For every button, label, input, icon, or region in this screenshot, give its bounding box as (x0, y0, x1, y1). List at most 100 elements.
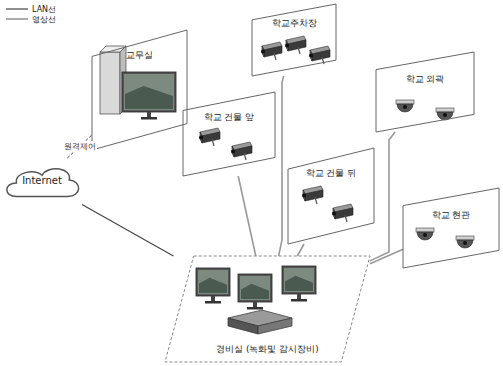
camera-bracket (315, 197, 317, 204)
cable-connector (82, 205, 173, 257)
dome-base (436, 108, 454, 112)
camera-front (303, 190, 305, 201)
node-outline (252, 4, 336, 76)
cable-connector (370, 249, 403, 264)
dome-base (396, 100, 414, 104)
camera-body (264, 46, 282, 57)
monitor-neck (297, 294, 301, 299)
monitor-screen (240, 276, 270, 300)
outline-shape (376, 52, 474, 132)
dvr-recorder (228, 310, 292, 334)
monitor (122, 72, 176, 120)
monitor (238, 274, 272, 310)
dome-base (416, 228, 434, 232)
outline-shape (288, 148, 374, 244)
monitor-frame (238, 274, 272, 302)
camera-front (286, 40, 288, 51)
legend-line (6, 18, 28, 20)
camera-lens (231, 150, 235, 154)
monitor-frame (282, 266, 316, 294)
monitor-foot (291, 299, 307, 302)
dome-lens (423, 233, 427, 237)
node-outline (288, 148, 374, 244)
screen-image (285, 276, 313, 291)
cable-connector (279, 76, 284, 256)
monitor (196, 268, 230, 304)
outline-shape (92, 30, 187, 150)
camera-bracket (212, 139, 214, 146)
box-camera (285, 36, 306, 54)
cable-connector (297, 244, 304, 256)
camera-lens (285, 44, 289, 48)
monitor (282, 266, 316, 302)
outline-shape (403, 188, 499, 268)
dome-lens (443, 113, 447, 117)
camera-bracket (298, 47, 300, 54)
camera-front (333, 208, 335, 219)
node-label: 경비실 (녹화및 감시장비) (216, 344, 319, 354)
location-panel: 학교 현관 (403, 188, 499, 268)
monitor-foot (247, 307, 263, 310)
monitor-neck (211, 296, 215, 301)
monitor-screen (124, 74, 174, 110)
node-outline (92, 30, 187, 150)
monitor-screen (198, 270, 228, 294)
cloud-outline (7, 169, 79, 197)
dome-camera (456, 236, 474, 248)
screen-image (125, 86, 173, 109)
camera-body (234, 146, 252, 157)
dvr-side (258, 318, 292, 334)
legend-text: LAN선 (32, 4, 56, 15)
node-outline (403, 188, 499, 268)
outline-shape (183, 92, 275, 176)
dome-lens (403, 105, 407, 109)
node-label: 교무실 (126, 50, 153, 60)
node-label: 학교 건물 앞 (204, 112, 255, 122)
node-label: 학교 외곽 (406, 74, 445, 84)
monitor-neck (147, 112, 151, 117)
camera-body (288, 40, 306, 51)
camera-body (312, 50, 330, 61)
box-camera (309, 46, 330, 64)
camera-body (305, 190, 323, 201)
monitor-screen (284, 268, 314, 292)
dome-cover (417, 232, 433, 240)
camera-lens (302, 194, 306, 198)
legend-row: LAN선 (6, 4, 56, 14)
location-panel: 교무실 (92, 30, 187, 150)
internet-cloud: Internet (2, 158, 82, 206)
monitor-foot (205, 301, 221, 304)
dome-base (456, 236, 474, 240)
box-camera (261, 42, 282, 60)
camera-bracket (274, 53, 276, 60)
legend-line-sample (6, 6, 28, 12)
monitor-foot (141, 117, 157, 120)
camera-lens (199, 136, 203, 140)
monitor-neck (253, 302, 257, 307)
dome-cover (397, 104, 413, 112)
legend-line (6, 8, 28, 9)
screen-image (199, 278, 227, 293)
camera-bracket (244, 153, 246, 160)
location-panel: 학교 건물 앞 (183, 92, 275, 176)
legend: LAN선영상선 (6, 4, 56, 24)
node-label: Internet (22, 175, 62, 187)
camera-body (202, 132, 220, 143)
server-tower (100, 52, 120, 114)
outline-shape (165, 256, 370, 362)
dome-lens (463, 241, 467, 245)
location-panel: 학교 외곽 (376, 52, 474, 132)
monitor-frame (196, 268, 230, 296)
box-camera (332, 204, 353, 222)
node-label: 학교 현관 (432, 210, 471, 220)
camera-lens (261, 50, 265, 54)
legend-row: 영상선 (6, 14, 56, 24)
dome-cover (457, 240, 473, 248)
box-camera (199, 128, 220, 146)
node-label: 학교 건물 뒤 (306, 168, 357, 178)
monitor-frame (122, 72, 176, 112)
camera-front (232, 146, 234, 157)
outline-shape (252, 4, 336, 76)
legend-line-sample (6, 16, 28, 22)
